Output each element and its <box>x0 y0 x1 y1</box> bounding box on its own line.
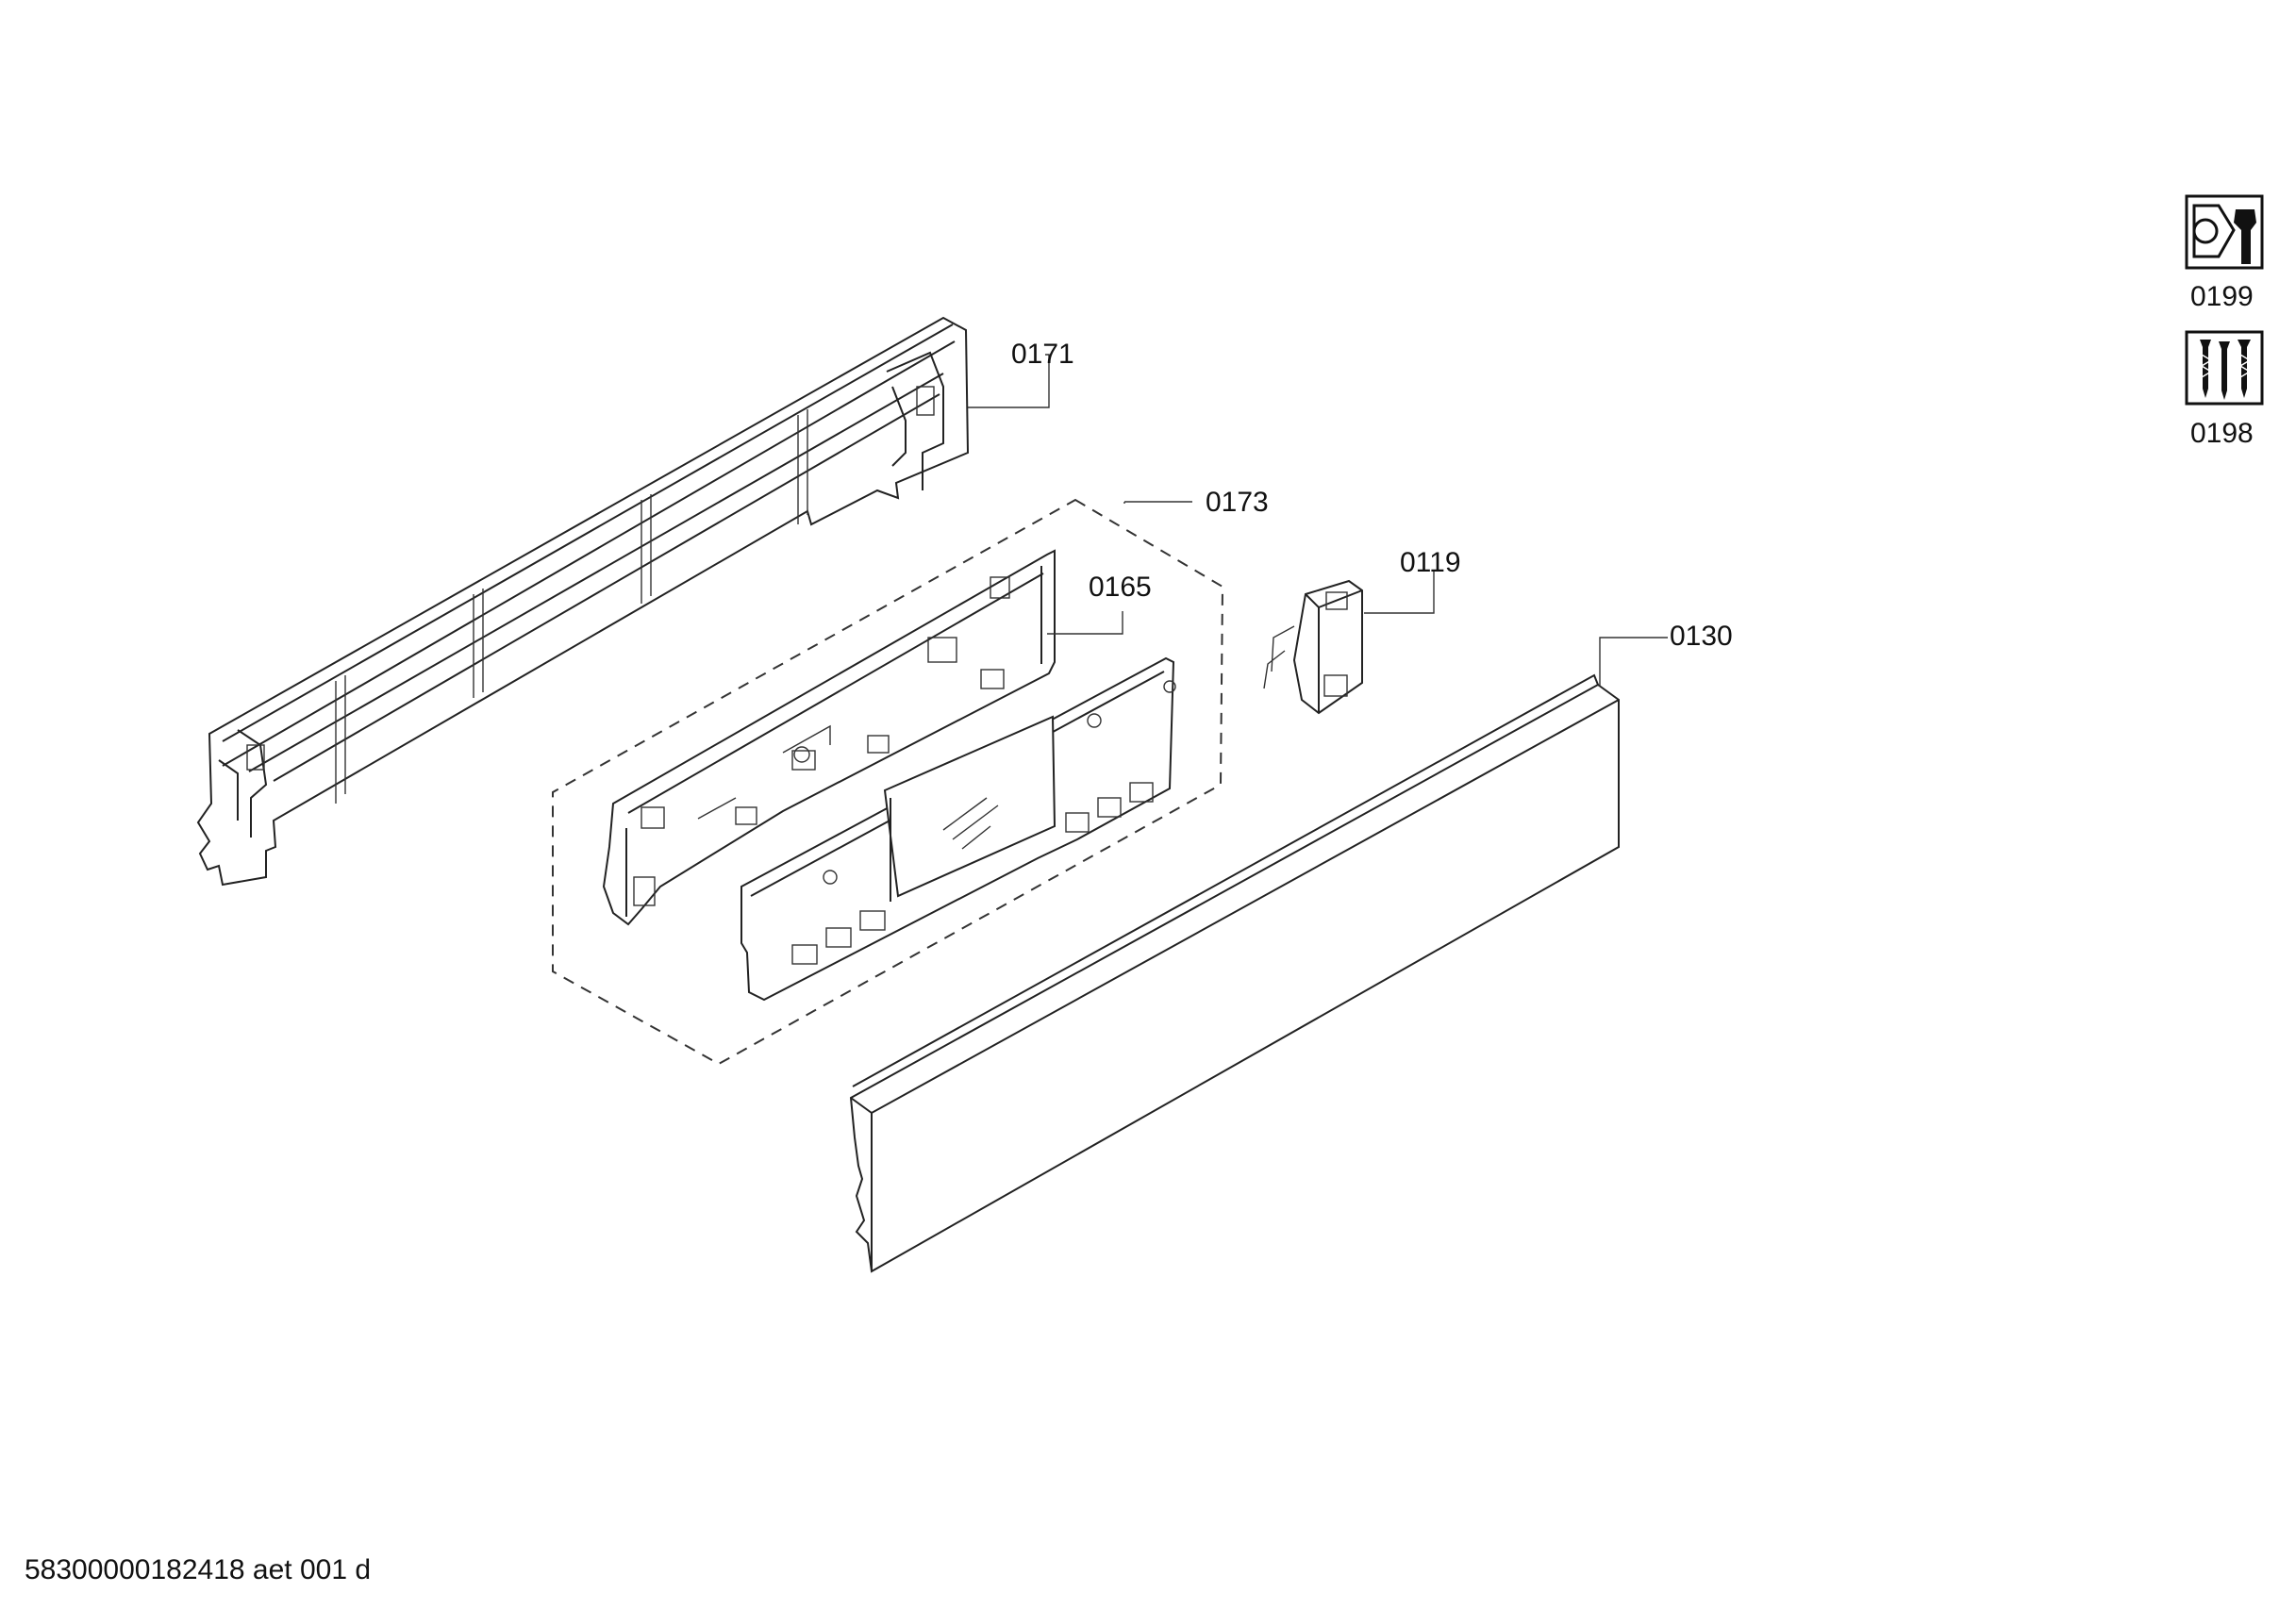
callout-0119: 0119 <box>1400 547 1461 578</box>
wrench-and-nut-icon <box>2185 194 2264 270</box>
part-0119-module <box>1263 579 1363 715</box>
part-0171-frame <box>196 316 970 887</box>
callout-0165: 0165 <box>1089 572 1152 603</box>
part-0173-assembly-outline <box>552 498 1224 1066</box>
callout-0171: 0171 <box>1011 339 1074 370</box>
legend-label-0199: 0199 <box>2190 281 2254 312</box>
screws-icon <box>2185 330 2264 406</box>
leader-lines <box>968 354 1668 687</box>
callout-0130: 0130 <box>1670 621 1733 652</box>
legend-label-0198: 0198 <box>2190 418 2254 449</box>
callout-0173: 0173 <box>1206 487 1269 518</box>
part-0130-fascia-panel <box>849 673 1620 1273</box>
document-code: 58300000182418 aet 001 d <box>25 1554 372 1585</box>
part-0165-electronic-module <box>602 549 1176 1002</box>
